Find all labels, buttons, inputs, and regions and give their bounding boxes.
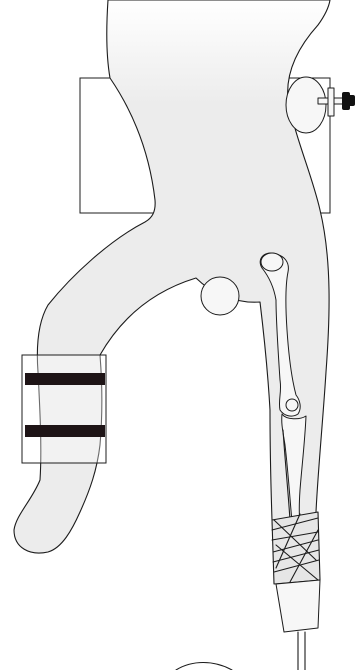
lateral-support-pad bbox=[286, 77, 326, 133]
perineal-post bbox=[201, 277, 239, 315]
upper-strap bbox=[25, 373, 105, 385]
knob-icon bbox=[342, 92, 355, 110]
footplate-arc bbox=[176, 663, 232, 670]
support-clamp bbox=[328, 88, 334, 116]
ankle-bandage bbox=[272, 512, 320, 584]
lower-strap bbox=[25, 425, 105, 437]
traction-boot bbox=[276, 580, 320, 632]
femoral-head bbox=[261, 253, 283, 271]
patella bbox=[286, 399, 298, 411]
thigh-pad-panel bbox=[22, 355, 106, 463]
